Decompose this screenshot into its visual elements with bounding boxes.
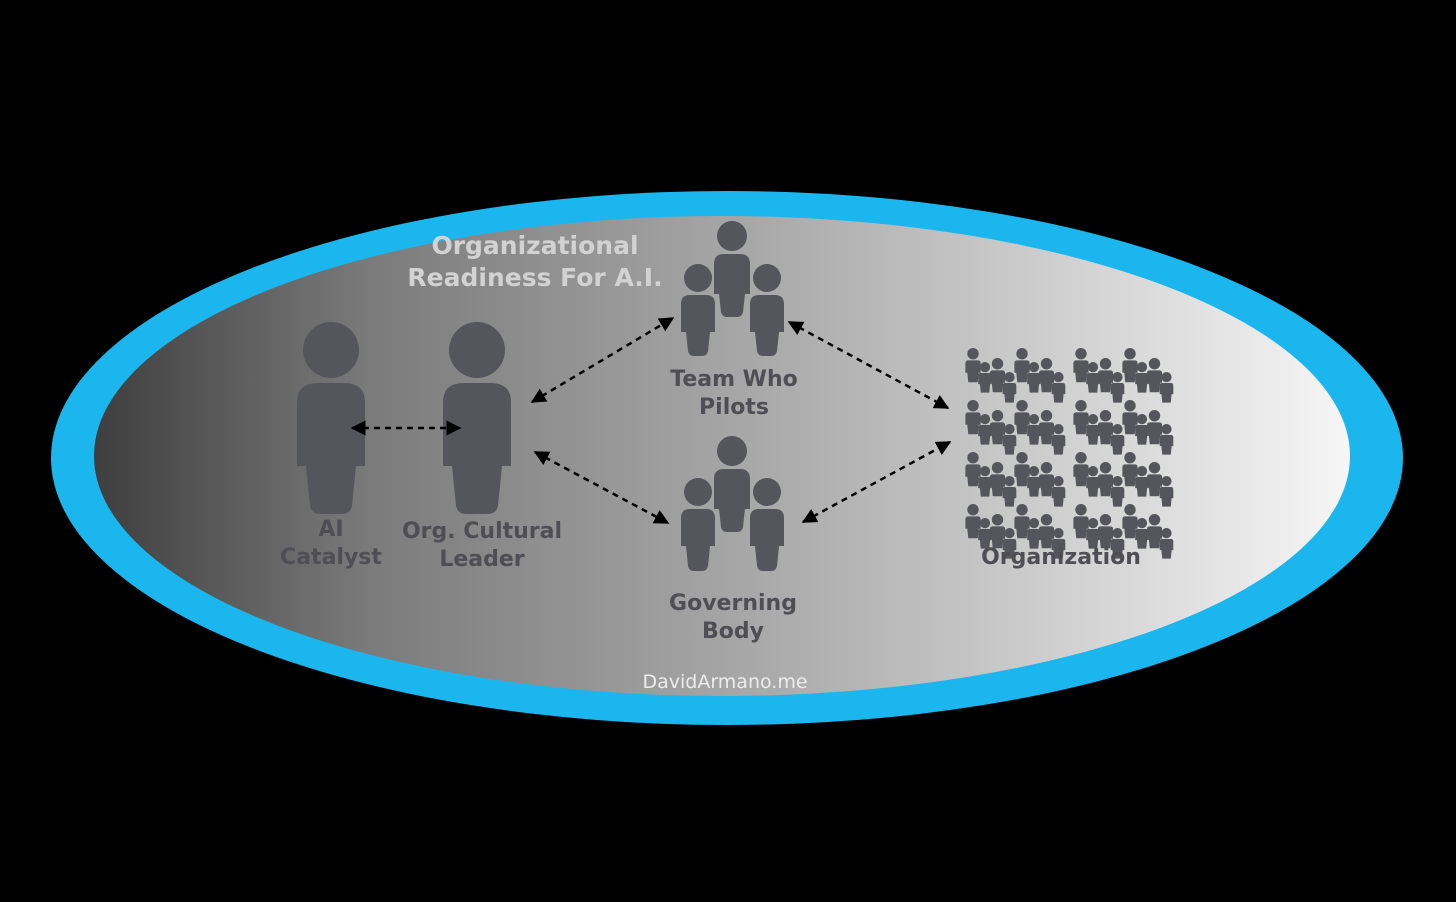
crowd-person-icon (1146, 358, 1163, 393)
organization-label: Organization (956, 544, 1166, 572)
crowd-person-icon (1086, 518, 1100, 549)
crowd-person-icon (1073, 348, 1089, 383)
crowd-person-icon (965, 452, 981, 487)
governing-body-group-icon (681, 436, 784, 571)
ai-catalyst-label-line-1: AI (318, 517, 344, 542)
crowd-person-icon (1159, 372, 1174, 403)
arrow-team-organization (787, 320, 950, 410)
crowd-person-icon (978, 414, 992, 445)
crowd-person-icon (1135, 466, 1149, 497)
crowd-person-icon (1097, 358, 1114, 393)
arrow-governing-organization (801, 440, 952, 524)
crowd-person-icon (1159, 424, 1174, 455)
crowd-person-icon (1051, 424, 1066, 455)
crowd-person-icon (1122, 348, 1138, 383)
crowd-person-icon (1014, 452, 1030, 487)
cultural-leader-label-line-2: Leader (439, 547, 525, 572)
crowd-person-icon (1110, 372, 1125, 403)
cultural-leader-label-line-1: Org. Cultural (401, 519, 563, 544)
crowd-person-icon (989, 514, 1006, 549)
crowd-person-icon (1146, 514, 1163, 549)
crowd-person-icon (1027, 362, 1041, 393)
crowd-person-icon (1038, 514, 1055, 549)
crowd-person-icon (978, 518, 992, 549)
crowd-person-icon (1086, 466, 1100, 497)
crowd-person-icon (989, 410, 1006, 445)
crowd-person-icon (1135, 414, 1149, 445)
title-line-2: Readiness For A.I. (407, 263, 663, 292)
crowd-person-icon (1086, 414, 1100, 445)
governing-body-label-line-1: Governing (669, 591, 797, 616)
crowd-person-icon (978, 362, 992, 393)
crowd-person-icon (1002, 372, 1017, 403)
crowd-person-icon (1086, 362, 1100, 393)
crowd-person-icon (1027, 466, 1041, 497)
crowd-person-icon (1146, 410, 1163, 445)
crowd-person-icon (1027, 518, 1041, 549)
crowd-person-icon (1110, 424, 1125, 455)
crowd-person-icon (1097, 514, 1114, 549)
crowd-person-icon (1135, 518, 1149, 549)
crowd-person-icon (1051, 476, 1066, 507)
crowd-person-icon (1122, 452, 1138, 487)
crowd-person-icon (1038, 410, 1055, 445)
crowd-person-icon (1097, 410, 1114, 445)
crowd-person-icon (965, 504, 981, 539)
crowd-person-icon (1073, 504, 1089, 539)
title-line-1: Organizational (431, 231, 639, 260)
crowd-person-icon (1014, 400, 1030, 435)
crowd-person-icon (1038, 358, 1055, 393)
team-who-pilots-label-line-1: Team Who (670, 367, 798, 392)
organization-label-line-1: Organization (981, 545, 1141, 570)
team-who-pilots-label: Team Who Pilots (644, 366, 824, 422)
ai-catalyst-person-icon (297, 322, 365, 514)
governing-body-label-line-2: Body (702, 619, 764, 644)
crowd-person-icon (1038, 462, 1055, 497)
ai-catalyst-label: AI Catalyst (251, 516, 411, 572)
cultural-leader-person-icon (443, 322, 511, 514)
team-who-pilots-group-icon (681, 221, 784, 356)
crowd-person-icon (1002, 424, 1017, 455)
crowd-person-icon (1051, 528, 1066, 559)
crowd-person-icon (1146, 462, 1163, 497)
arrow-leader-team (530, 316, 675, 404)
governing-body-label: Governing Body (643, 590, 823, 646)
crowd-person-icon (1027, 414, 1041, 445)
crowd-person-icon (1097, 462, 1114, 497)
crowd-person-icon (1110, 476, 1125, 507)
crowd-person-icon (1073, 452, 1089, 487)
crowd-person-icon (978, 466, 992, 497)
crowd-person-icon (1002, 476, 1017, 507)
organization-crowd-icon (965, 348, 1174, 559)
crowd-person-icon (1159, 476, 1174, 507)
crowd-person-icon (965, 348, 981, 383)
crowd-person-icon (1073, 400, 1089, 435)
crowd-person-icon (1110, 528, 1125, 559)
crowd-person-icon (1014, 504, 1030, 539)
team-who-pilots-label-line-2: Pilots (699, 395, 769, 420)
crowd-person-icon (1051, 372, 1066, 403)
crowd-person-icon (989, 462, 1006, 497)
crowd-person-icon (1122, 400, 1138, 435)
crowd-person-icon (1122, 504, 1138, 539)
crowd-person-icon (989, 358, 1006, 393)
crowd-person-icon (1014, 348, 1030, 383)
ai-catalyst-label-line-2: Catalyst (280, 545, 382, 570)
crowd-person-icon (965, 400, 981, 435)
crowd-person-icon (1002, 528, 1017, 559)
crowd-person-icon (1159, 528, 1174, 559)
arrow-leader-governing (533, 450, 670, 525)
diagram-title: Organizational Readiness For A.I. (390, 230, 680, 294)
cultural-leader-label: Org. Cultural Leader (382, 518, 582, 574)
watermark: DavidArmano.me (642, 671, 808, 693)
crowd-person-icon (1135, 362, 1149, 393)
